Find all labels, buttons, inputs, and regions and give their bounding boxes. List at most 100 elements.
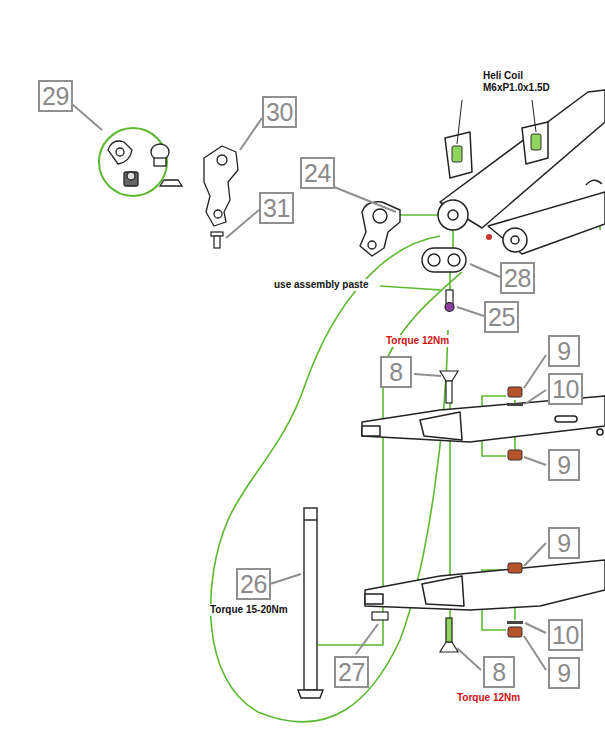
seat-stay <box>597 429 603 435</box>
frame-tube <box>445 132 472 178</box>
annotation-text: Torque 12Nm <box>385 335 450 347</box>
washer <box>507 403 523 406</box>
green-guide <box>452 229 454 250</box>
dropout <box>368 241 376 249</box>
frame-tube <box>503 228 527 252</box>
leader-line <box>457 100 462 144</box>
frame-tube <box>511 236 519 244</box>
derailleur-hanger <box>214 210 222 218</box>
callout-number: 8 <box>389 360 402 385</box>
callout-number: 10 <box>552 623 579 648</box>
callout-number: 31 <box>263 196 290 221</box>
frame-tube <box>488 192 605 254</box>
countersunk-bolt <box>446 618 452 642</box>
frame-tube <box>586 180 602 185</box>
axle <box>304 508 317 690</box>
callout-box: 24 <box>300 157 335 189</box>
green-guide <box>211 236 448 722</box>
callout-number: 25 <box>488 305 515 330</box>
nut <box>508 563 522 573</box>
callout-number: 8 <box>492 660 505 685</box>
countersunk-bolt <box>440 371 458 381</box>
chain-stay <box>365 560 605 610</box>
frame-tube <box>438 200 468 230</box>
callout-number: 26 <box>240 572 267 597</box>
pivot-bolt <box>446 290 453 304</box>
callout-box: 30 <box>262 96 297 128</box>
chain-stay <box>365 594 383 604</box>
link-plate <box>422 248 466 272</box>
callout-number: 24 <box>304 161 331 186</box>
callout-box: 10 <box>548 373 583 405</box>
callout-box: 28 <box>500 262 535 294</box>
annotation-text: Torque 15-20Nm <box>209 604 289 616</box>
heli-coil <box>452 134 541 162</box>
axle <box>298 508 323 698</box>
small-parts <box>116 148 124 156</box>
axle <box>298 690 323 698</box>
frame-tube <box>486 234 492 240</box>
axle <box>304 519 317 520</box>
dropout <box>360 202 400 256</box>
callout-number: 9 <box>557 661 570 686</box>
leader-line <box>414 374 441 376</box>
countersunk-bolt <box>446 381 452 403</box>
callout-box: 8 <box>380 356 412 388</box>
leader-line <box>457 307 484 316</box>
leader-line <box>240 118 262 150</box>
small-parts <box>108 141 132 164</box>
small-parts <box>154 158 166 166</box>
axle-nut <box>372 612 388 620</box>
dropout <box>360 202 400 256</box>
pivot-bolt <box>445 290 454 312</box>
countersunk-bolt <box>440 371 458 652</box>
leader-line <box>226 210 259 238</box>
axle-nut <box>372 612 388 620</box>
callout-box: 10 <box>548 619 583 651</box>
leader-line <box>72 104 102 130</box>
callout-number: 27 <box>338 660 365 685</box>
nut <box>508 387 522 637</box>
leader-line <box>457 100 536 144</box>
washer <box>507 621 523 624</box>
small-parts <box>124 172 138 186</box>
annotation-text: Heli Coil M6xP1.0x1.5D <box>482 70 566 94</box>
frame-tube <box>438 90 605 254</box>
leader-line <box>470 264 500 277</box>
green-guide <box>99 128 167 196</box>
leader-line <box>72 104 546 670</box>
link-plate <box>448 254 460 266</box>
chain-stay <box>365 560 605 610</box>
callout-number: 9 <box>557 531 570 556</box>
nut <box>508 450 522 460</box>
chain-stay <box>422 576 464 606</box>
derailleur-hanger <box>217 155 227 165</box>
link-plate <box>422 248 466 272</box>
leader-line <box>524 543 546 566</box>
leader-line <box>525 390 546 404</box>
callout-box: 27 <box>334 656 369 688</box>
callout-number: 9 <box>557 453 570 478</box>
callout-number: 29 <box>42 84 69 109</box>
heli-coil <box>452 146 462 162</box>
leader-line <box>524 355 546 388</box>
small-parts <box>108 141 182 186</box>
derailleur-hanger <box>204 146 238 226</box>
callout-box: 31 <box>259 192 294 224</box>
heli-coil <box>531 134 541 150</box>
seat-stay <box>362 426 380 436</box>
bolt <box>211 232 223 248</box>
dropout <box>373 209 387 223</box>
callout-number: 28 <box>504 266 531 291</box>
green-guide <box>400 214 438 216</box>
annotation-text: use assembly paste <box>273 279 370 291</box>
washer <box>507 403 523 624</box>
leader-line <box>532 100 536 132</box>
annotation-text: Torque 12Nm <box>456 692 521 704</box>
countersunk-bolt <box>440 642 458 652</box>
nut <box>508 387 522 397</box>
bolt <box>214 236 220 248</box>
callout-box: 8 <box>483 656 515 688</box>
callout-box: 9 <box>548 657 580 689</box>
